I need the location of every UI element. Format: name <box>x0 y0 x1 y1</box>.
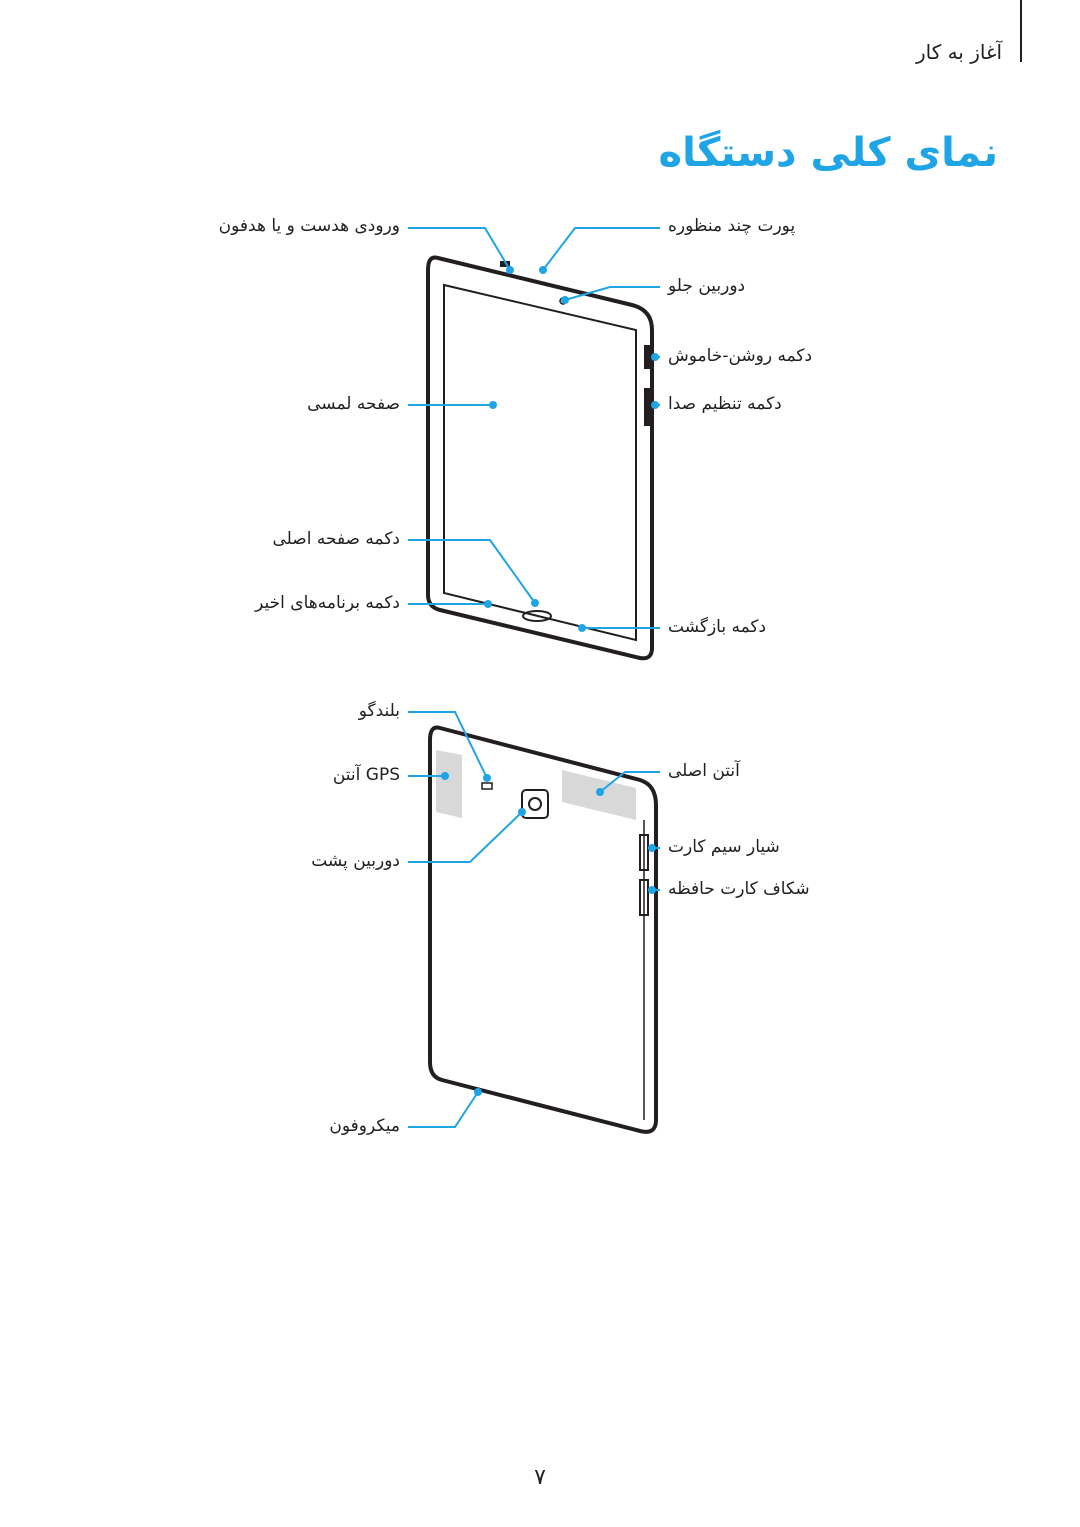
callout-light-sensor <box>542 227 660 271</box>
label-rear-camera: دوربین پشت <box>311 851 400 871</box>
callout-front-camera <box>564 286 660 301</box>
label-earphone-jack: ورودی هدست و یا هدفون <box>218 216 400 236</box>
label-back-key: دکمه بازگشت <box>668 617 767 637</box>
label-memory-tray: شکاف کارت حافظه <box>668 879 810 899</box>
header-rule <box>1020 0 1022 62</box>
label-recent-apps-key: دکمه برنامه‌های اخیر <box>255 593 400 613</box>
back-callout-dots <box>441 772 656 1096</box>
back-device-illustration <box>428 725 658 1134</box>
front-callout-dots <box>484 266 659 632</box>
label-main-antenna: آنتن اصلی <box>668 761 740 781</box>
label-speaker: بلندگو <box>358 701 400 721</box>
callout-speaker <box>408 711 488 779</box>
page-title: نمای کلی دستگاه <box>658 130 998 176</box>
label-microphone: میکروفون <box>329 1116 400 1136</box>
label-front-camera: دوربین جلو <box>668 276 746 296</box>
label-gps-antenna: آنتن GPS <box>332 765 400 785</box>
label-touch-screen: صفحه لمسی <box>307 394 400 414</box>
callout-home-key <box>408 539 536 604</box>
callout-rear-camera <box>408 811 523 863</box>
label-volume-key: دکمه تنظیم صدا <box>668 394 782 414</box>
section-header: آغاز به کار <box>915 40 1002 64</box>
callout-main-antenna <box>599 771 660 793</box>
label-light-sensor: پورت چند منظوره <box>668 216 796 236</box>
front-callouts <box>408 227 660 629</box>
callout-microphone <box>408 1091 479 1128</box>
front-device-illustration <box>426 255 654 661</box>
label-home-key: دکمه صفحه اصلی <box>272 529 401 549</box>
label-sim-tray: شیار سیم کارت <box>668 837 780 857</box>
label-power-key: دکمه روشن-خاموش <box>668 346 813 366</box>
page-number: ۷ <box>534 1465 546 1490</box>
callout-earphone-jack <box>408 227 511 271</box>
